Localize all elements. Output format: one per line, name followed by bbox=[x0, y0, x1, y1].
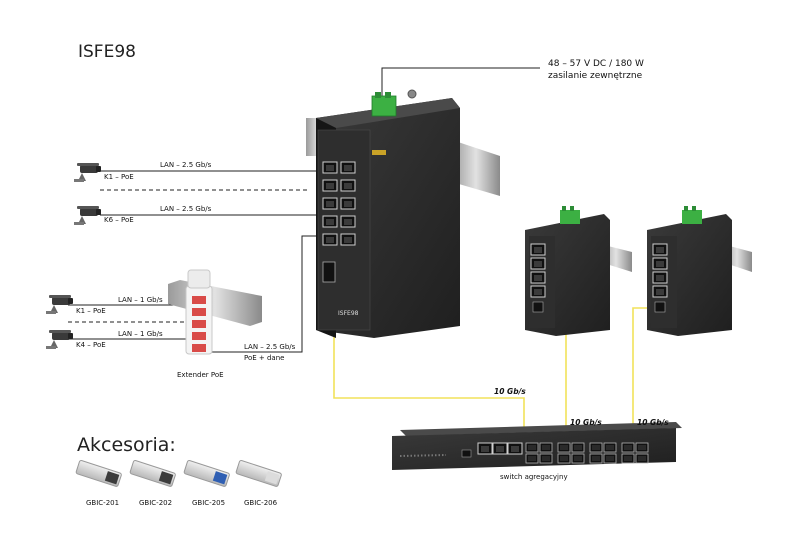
accessory-label-1: GBIC-201 bbox=[86, 499, 120, 507]
aggregation-caption: switch agregacyjny bbox=[500, 473, 568, 481]
extender-caption: Extender PoE bbox=[177, 371, 224, 379]
link-power bbox=[381, 67, 540, 98]
accessory-gbic-205-icon bbox=[183, 460, 230, 487]
switch-3 bbox=[647, 206, 752, 336]
camera-label-k1-ext: K1 – PoE bbox=[76, 307, 106, 315]
accessory-gbic-206-icon bbox=[235, 460, 282, 487]
camera-label-k4-ext: K4 – PoE bbox=[76, 341, 106, 349]
power-spec-line2: zasilanie zewnętrzne bbox=[548, 71, 643, 81]
fiber-label-main: 10 Gb/s bbox=[494, 387, 526, 396]
accessory-label-2: GBIC-202 bbox=[139, 499, 173, 507]
fiber-label-switch3: 10 Gb/s bbox=[637, 418, 669, 427]
camera-label-k1-main: K1 – PoE bbox=[104, 173, 134, 181]
link-label-k1-main: LAN – 2.5 Gb/s bbox=[160, 161, 212, 169]
diagram-title: ISFE98 bbox=[78, 42, 136, 62]
copper-links bbox=[68, 67, 540, 353]
accessory-gbic-202-icon bbox=[129, 460, 176, 487]
link-extender-uplink bbox=[210, 235, 322, 353]
link-label-k1-ext: LAN – 1 Gb/s bbox=[118, 296, 163, 304]
accessory-label-4: GBIC-206 bbox=[244, 499, 278, 507]
camera-label-k6-main: K6 – PoE bbox=[104, 216, 134, 224]
link-label-extender-1: LAN – 2.5 Gb/s bbox=[244, 343, 296, 351]
extender-poe bbox=[168, 269, 262, 355]
power-spec-line1: 48 – 57 V DC / 180 W bbox=[548, 59, 644, 69]
main-switch-label: ISFE98 bbox=[338, 310, 359, 317]
aggregation-switch bbox=[392, 422, 682, 470]
switch-2 bbox=[525, 206, 632, 336]
accessories-title: Akcesoria: bbox=[77, 434, 176, 456]
main-switch bbox=[306, 89, 500, 338]
main-sfp-port bbox=[322, 261, 336, 283]
link-label-k6-main: LAN – 2.5 Gb/s bbox=[160, 205, 212, 213]
camera-k1-ext-icon bbox=[46, 295, 73, 314]
camera-k4-ext-icon bbox=[46, 330, 73, 349]
link-label-extender-2: PoE + dane bbox=[244, 354, 285, 362]
camera-k6-main-icon bbox=[74, 206, 101, 225]
accessory-label-3: GBIC-205 bbox=[192, 499, 226, 507]
accessory-gbic-201-icon bbox=[75, 460, 122, 487]
fiber-label-switch2: 10 Gb/s bbox=[570, 418, 602, 427]
camera-k1-main-icon bbox=[74, 163, 101, 182]
link-label-k4-ext: LAN – 1 Gb/s bbox=[118, 330, 163, 338]
